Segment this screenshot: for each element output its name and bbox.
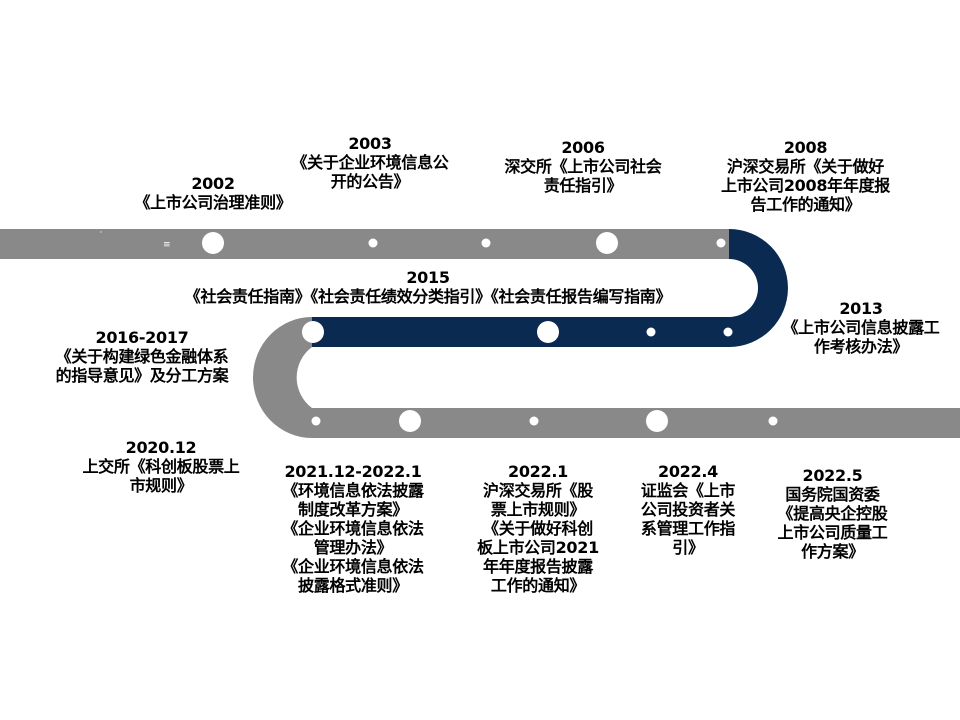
track-turn-right bbox=[312, 229, 788, 347]
event-year: 2002 bbox=[191, 174, 235, 193]
event-line: 《关于企业环境信息公 bbox=[291, 153, 449, 172]
event-2021-12-2022-1: 2021.12-2022.1 《环境信息依法披露 制度改革方案》 《企业环境信息… bbox=[258, 462, 448, 595]
track-mark: ' bbox=[100, 230, 102, 238]
milestone-dot-2002 bbox=[202, 232, 224, 254]
event-line: 沪深交易所《股 bbox=[483, 481, 593, 500]
event-year: 2020.12 bbox=[125, 438, 197, 457]
event-2013: 2013 《上市公司信息披露工 作考核办法》 bbox=[762, 299, 960, 356]
event-2016-2017: 2016-2017 《关于构建绿色金融体系 的指导意见》及分工方案 bbox=[24, 328, 260, 385]
event-line: 《关于构建绿色金融体系 bbox=[55, 347, 229, 366]
milestone-dot-2006a bbox=[481, 238, 491, 248]
milestone-dot-2016 bbox=[302, 321, 324, 343]
event-line: 板上市公司2021 bbox=[477, 538, 599, 557]
event-line: 深交所《上市公司社会 bbox=[504, 157, 662, 176]
event-line: 管理办法》 bbox=[313, 538, 393, 557]
event-line: 作考核办法》 bbox=[813, 337, 909, 356]
milestone-dot-2006 bbox=[596, 232, 618, 254]
track-mark: ≡ bbox=[163, 240, 171, 250]
event-line: 公司投资者关 bbox=[640, 500, 736, 519]
event-line: 上市公司质量工 bbox=[777, 523, 888, 542]
event-line: 工作的通知》 bbox=[490, 576, 586, 595]
event-2003: 2003 《关于企业环境信息公 开的公告》 bbox=[265, 134, 475, 191]
event-line: 《上市公司信息披露工 bbox=[782, 318, 940, 337]
event-line: 作方案》 bbox=[801, 542, 864, 561]
event-line: 告工作的通知》 bbox=[750, 195, 861, 214]
event-2008: 2008 沪深交易所《关于做好 上市公司2008年年度报 告工作的通知》 bbox=[698, 138, 913, 214]
milestone-dot-2008 bbox=[716, 238, 726, 248]
event-line: 市规则》 bbox=[129, 476, 193, 495]
event-line: 国务院国资委 bbox=[785, 485, 880, 504]
track-turn-left bbox=[253, 317, 960, 438]
event-line: 上市公司2008年年度报 bbox=[721, 176, 890, 195]
event-line: 的指导意见》及分工方案 bbox=[55, 366, 229, 385]
event-line: 制度改革方案》 bbox=[298, 500, 408, 519]
event-year: 2013 bbox=[839, 299, 883, 318]
event-year: 2015 bbox=[406, 268, 450, 287]
event-2022-4: 2022.4 证监会《上市 公司投资者关 系管理工作指 引》 bbox=[618, 462, 758, 557]
milestone-dot-2015 bbox=[537, 321, 559, 343]
milestone-dot-2022-1 bbox=[529, 416, 539, 426]
milestone-dot-2022-4 bbox=[646, 410, 668, 432]
event-line: 上交所《科创板股票上 bbox=[82, 457, 240, 476]
event-year: 2016-2017 bbox=[95, 328, 189, 347]
event-line: 沪深交易所《关于做好 bbox=[726, 157, 884, 176]
event-line: 开的公告》 bbox=[330, 172, 410, 191]
milestone-dot-2021 bbox=[399, 410, 421, 432]
event-year: 2008 bbox=[783, 138, 828, 157]
milestone-dot-2015a bbox=[646, 327, 656, 337]
event-line: 票上市规则》 bbox=[490, 500, 586, 519]
event-2020-12: 2020.12 上交所《科创板股票上 市规则》 bbox=[56, 438, 266, 495]
event-2015: 2015 《社会责任指南》《社会责任绩效分类指引》《社会责任报告编写指南》 bbox=[108, 268, 748, 306]
event-line: 《企业环境信息依法 bbox=[282, 519, 424, 538]
event-line: 系管理工作指 bbox=[640, 519, 736, 538]
track-segment-top bbox=[0, 229, 729, 259]
event-line: 年年度报告披露 bbox=[483, 557, 593, 576]
event-year: 2021.12-2022.1 bbox=[284, 462, 422, 481]
milestone-dot-2020 bbox=[311, 416, 321, 426]
event-line: 引》 bbox=[672, 538, 704, 557]
event-2006: 2006 深交所《上市公司社会 责任指引》 bbox=[478, 138, 688, 195]
event-year: 2006 bbox=[561, 138, 605, 157]
event-line: 《提高央企控股 bbox=[777, 504, 888, 523]
event-2002: 2002 《上市公司治理准则》 bbox=[108, 174, 318, 212]
event-line: 证监会《上市 bbox=[640, 481, 736, 500]
event-line: 披露格式准则》 bbox=[298, 576, 408, 595]
event-year: 2003 bbox=[348, 134, 392, 153]
event-2022-5: 2022.5 国务院国资委 《提高央企控股 上市公司质量工 作方案》 bbox=[750, 466, 915, 561]
event-line: 《关于做好科创 bbox=[483, 519, 593, 538]
event-line: 《社会责任指南》《社会责任绩效分类指引》《社会责任报告编写指南》 bbox=[184, 287, 672, 306]
event-line: 责任指引》 bbox=[543, 176, 623, 195]
milestone-dot-2013 bbox=[723, 327, 733, 337]
event-year: 2022.1 bbox=[508, 462, 568, 481]
event-year: 2022.4 bbox=[658, 462, 718, 481]
event-2022-1: 2022.1 沪深交易所《股 票上市规则》 《关于做好科创 板上市公司2021 … bbox=[458, 462, 618, 595]
event-year: 2022.5 bbox=[802, 466, 863, 485]
event-line: 《上市公司治理准则》 bbox=[134, 193, 292, 212]
event-line: 《环境信息依法披露 bbox=[282, 481, 424, 500]
milestone-dot-2003 bbox=[368, 238, 378, 248]
event-line: 《企业环境信息依法 bbox=[282, 557, 424, 576]
milestone-dot-2022-5 bbox=[768, 416, 778, 426]
